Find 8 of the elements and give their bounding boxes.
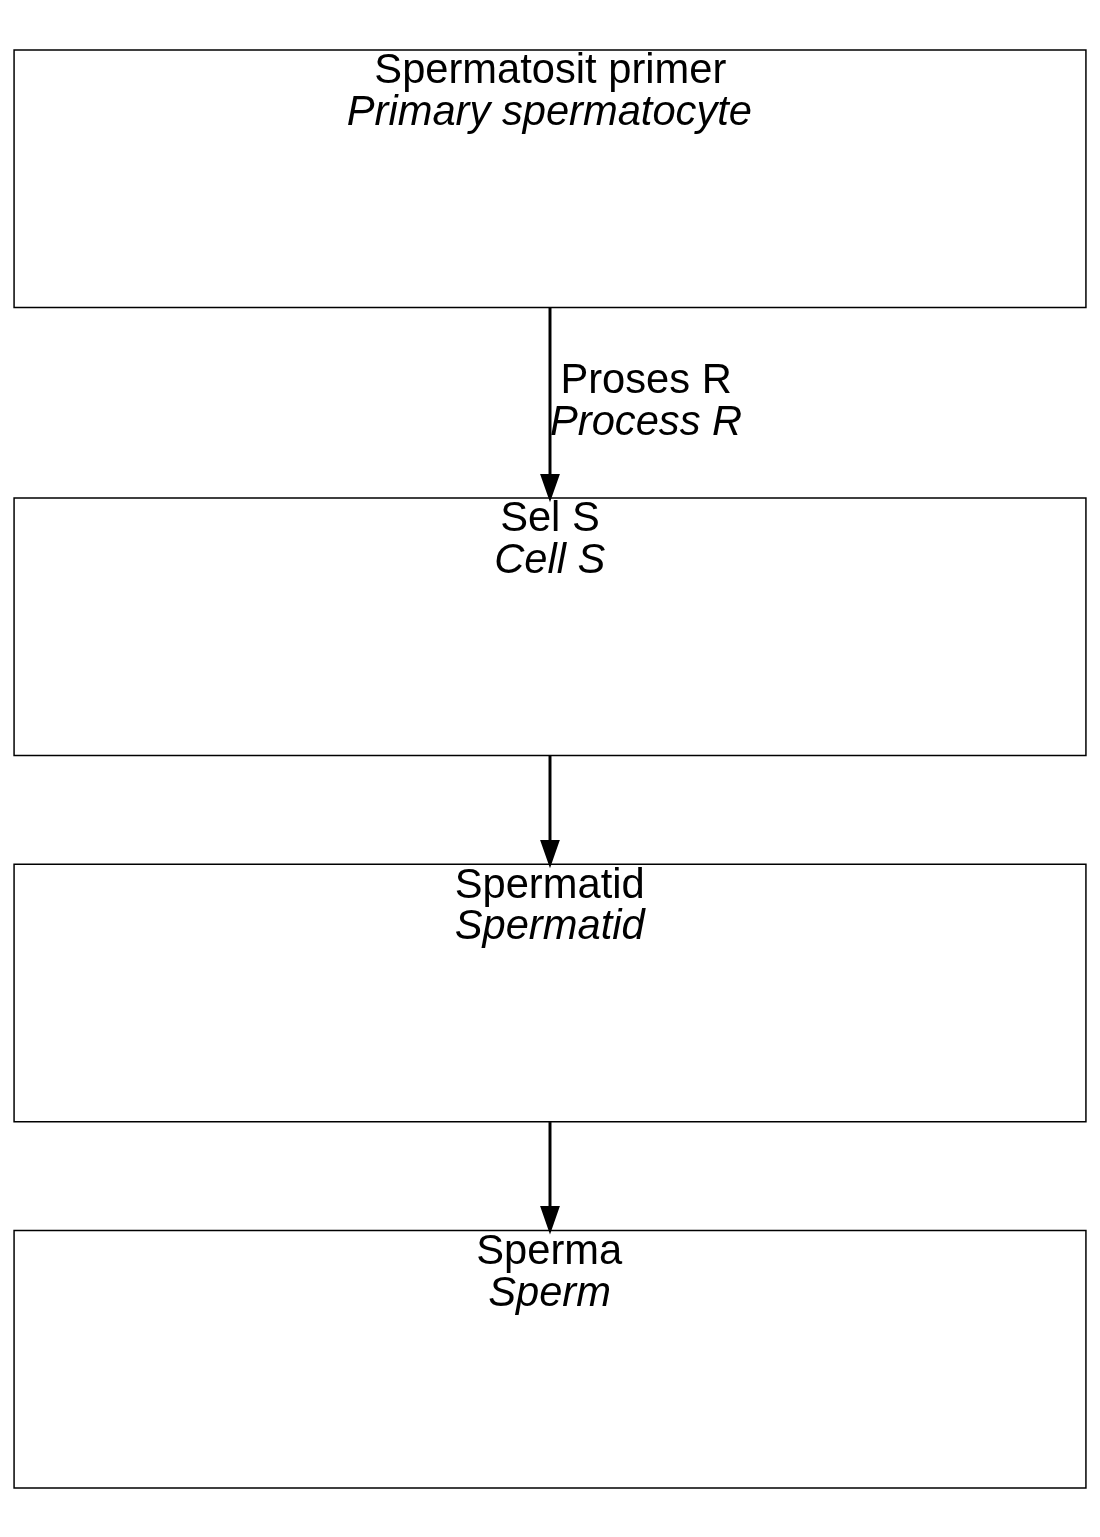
node-box: Sperma Sperm — [13, 1229, 1087, 1489]
node-box: Spermatosit primer Primary spermatocyte — [13, 48, 1087, 308]
node-box: Sel S Cell S — [13, 496, 1087, 756]
edge-label: Proses R Process R — [550, 354, 743, 444]
arrow — [540, 1121, 560, 1234]
arrow — [540, 755, 560, 868]
node-box: Spermatid Spermatid — [13, 863, 1087, 1123]
arrow — [540, 307, 560, 502]
